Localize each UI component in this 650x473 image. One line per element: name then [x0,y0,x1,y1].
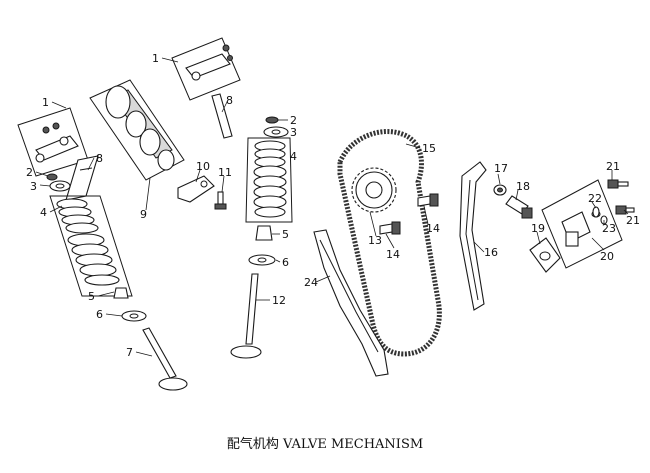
valve-right [230,273,262,359]
bolt-14-upper [417,193,439,207]
spring-seat-right [248,254,276,266]
valve-keeper-left [46,173,58,181]
callout-15: 15 [422,142,436,155]
tensioner-bolt-21-lower [615,205,635,215]
tensioner-slipper [459,161,487,311]
callout-1-upper: 1 [152,52,159,65]
callout-8-left: 8 [96,152,103,165]
tensioner-bolt-21-upper [607,179,629,189]
callout-16: 16 [484,246,498,259]
callout-9: 9 [140,208,147,221]
callout-14-upper: 14 [426,222,440,235]
callout-6-right: 6 [282,256,289,269]
chain-guide [313,229,389,377]
callout-4-right: 4 [290,150,297,163]
bolt-14-lower [379,221,401,235]
cam-sprocket [351,167,397,213]
callout-22: 22 [588,192,602,205]
diagram-caption: 配气机构 VALVE MECHANISM [227,436,423,452]
spring-retainer-right [263,126,289,138]
bolt-11 [214,191,227,210]
callout-21-lower: 21 [626,214,640,227]
spring-retainer-left [49,180,71,192]
callout-2-left: 2 [26,166,33,179]
valve-spring-right [245,137,293,223]
rocker-arm-left [17,107,89,177]
camshaft [89,79,185,181]
rocker-shaft-left [65,155,99,201]
tensioner-assembly [541,179,623,269]
leader-lines [35,57,629,357]
valve-spring-left [49,195,133,297]
callout-3-left: 3 [30,180,37,193]
callout-7: 7 [126,346,133,359]
washer-17 [493,184,507,196]
rocker-shaft-upper [211,93,233,139]
callout-24: 24 [304,276,318,289]
pivot-bolt-18 [505,195,533,219]
valve-keeper-right [265,116,279,124]
valve-seal-right [255,225,273,241]
callout-14-lower: 14 [386,248,400,261]
callout-1-left: 1 [42,96,49,109]
callout-20: 20 [600,250,614,263]
callout-21-upper: 21 [606,160,620,173]
callout-13: 13 [368,234,382,247]
spring-seat-left [121,310,147,322]
rocker-arm-upper [171,37,241,101]
callout-11: 11 [218,166,232,179]
callout-5-left: 5 [88,290,95,303]
callout-3-right: 3 [290,126,297,139]
callout-2-right: 2 [290,114,297,127]
callout-8-upper: 8 [226,94,233,107]
callout-labels: 1 1 2 3 4 5 6 7 8 8 9 10 11 2 3 4 5 6 12… [26,52,640,359]
tensioner-spring-22 [592,206,600,218]
callout-18: 18 [516,180,530,193]
cam-chain [337,129,442,357]
valve-left [142,327,188,391]
callout-12: 12 [272,294,286,307]
callout-17: 17 [494,162,508,175]
callout-4-left: 4 [40,206,47,219]
callout-5-right: 5 [282,228,289,241]
valve-seal-left [113,287,129,299]
callout-23: 23 [602,222,616,235]
callout-6-left: 6 [96,308,103,321]
callout-10: 10 [196,160,210,173]
callout-19: 19 [531,222,545,235]
decompression-lever [177,175,215,203]
tensioner-gasket [529,237,561,273]
